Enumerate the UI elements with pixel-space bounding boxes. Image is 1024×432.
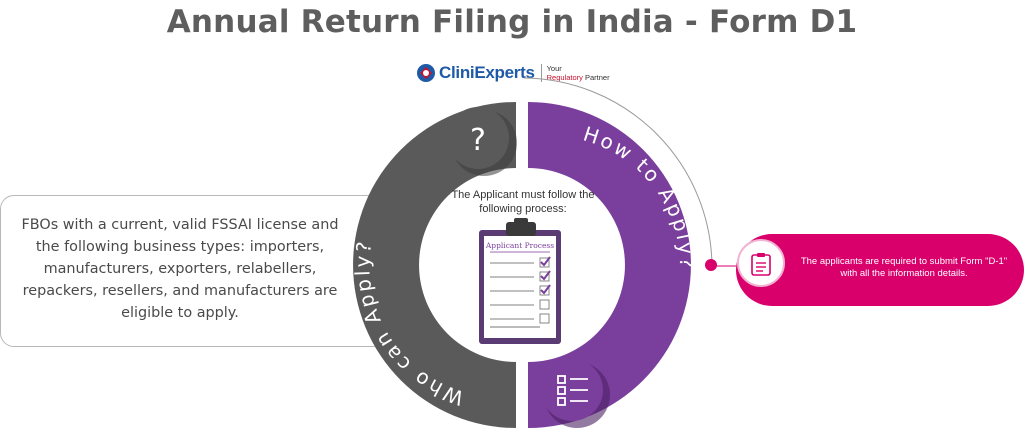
logo-icon xyxy=(417,64,435,82)
checklist-box xyxy=(539,285,550,296)
clipboard-title: Applicant Process xyxy=(485,241,554,250)
question-badge xyxy=(447,107,509,169)
center-caption: The Applicant must follow the following … xyxy=(451,189,595,215)
callout-text: The applicants are required to submit Fo… xyxy=(800,256,1008,279)
check-mark-icon xyxy=(540,284,551,295)
connector-arc xyxy=(523,77,713,267)
logo-tagline: Your Regulatory Partner xyxy=(540,64,610,82)
question-mark-icon: ? xyxy=(470,123,486,158)
eligibility-box xyxy=(0,195,392,347)
right-arc xyxy=(528,102,691,428)
check-mark-icon xyxy=(540,256,551,267)
left-arc xyxy=(353,102,516,428)
checklist-box xyxy=(539,257,550,268)
checklist-box xyxy=(539,299,550,310)
callout-pill xyxy=(736,234,1024,306)
cliniexperts-logo: CliniExperts Your Regulatory Partner xyxy=(416,62,610,84)
checklist-box xyxy=(539,313,550,324)
page-title: Annual Return Filing in India - Form D1 xyxy=(166,4,858,40)
checklist-icon xyxy=(557,375,588,406)
clipboard-icon xyxy=(751,253,771,276)
eligibility-text: FBOs with a current, valid FSSAI license… xyxy=(21,217,339,321)
clipboard-illustration: Applicant Process xyxy=(479,218,561,344)
connector-dot xyxy=(705,259,717,271)
checklist-box xyxy=(539,271,550,282)
check-mark-icon xyxy=(540,270,551,281)
logo-name: CliniExperts xyxy=(439,63,535,82)
